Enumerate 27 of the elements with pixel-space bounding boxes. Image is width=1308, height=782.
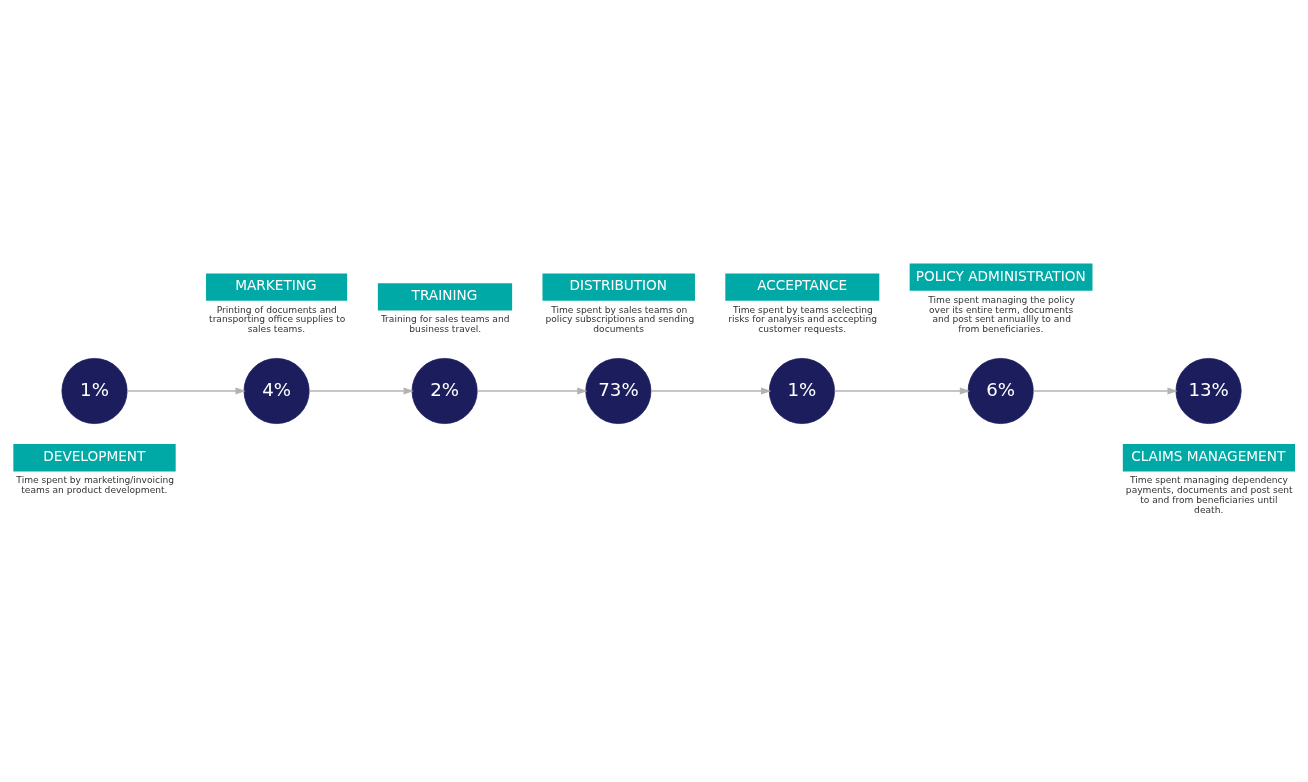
arrow — [476, 387, 588, 395]
node-circle: 4% — [243, 358, 310, 424]
node-label: Printing of documents and transporting office supplies to sales teams. — [209, 304, 346, 335]
node-label: Time spent by sales teams on policy subscriptions and sending documents — [545, 304, 695, 335]
node-circle: 2% — [411, 358, 478, 424]
node-label: Training for sales teams and business travel. — [380, 314, 510, 335]
node-label: Time spent managing the policy over its entire term, documents and post sent annuallly to and from beneficiaries. — [928, 294, 1075, 335]
node-label: Time spent managing dependency payments, documents and post sent to and from beneficiaries until death. — [1125, 475, 1293, 515]
node-circle: 1% — [61, 358, 128, 424]
node-box: POLICY ADMINISTRATION — [909, 263, 1093, 291]
node-circle: 73% — [585, 358, 652, 424]
arrow — [650, 387, 772, 395]
node-box: CLAIMS MANAGEMENT — [1122, 444, 1296, 472]
arrow — [308, 387, 414, 395]
node-circle: 1% — [768, 358, 835, 424]
node-box: DEVELOPMENT — [13, 444, 176, 472]
arrow — [1032, 387, 1178, 395]
node-label: Time spent by marketing/invoicing teams an product development. — [16, 475, 175, 496]
node-box: ACCEPTANCE — [725, 273, 880, 301]
arrow — [833, 387, 971, 395]
node-label: Time spent by teams selecting risks for analysis and acccepting customer requests. — [728, 304, 877, 335]
arrow — [126, 387, 246, 395]
node-box: TRAINING — [377, 283, 513, 311]
node-circle: 6% — [967, 358, 1034, 424]
node-circle: 13% — [1175, 358, 1242, 424]
node-box: DISTRIBUTION — [542, 273, 695, 301]
node-box: MARKETING — [206, 273, 348, 301]
